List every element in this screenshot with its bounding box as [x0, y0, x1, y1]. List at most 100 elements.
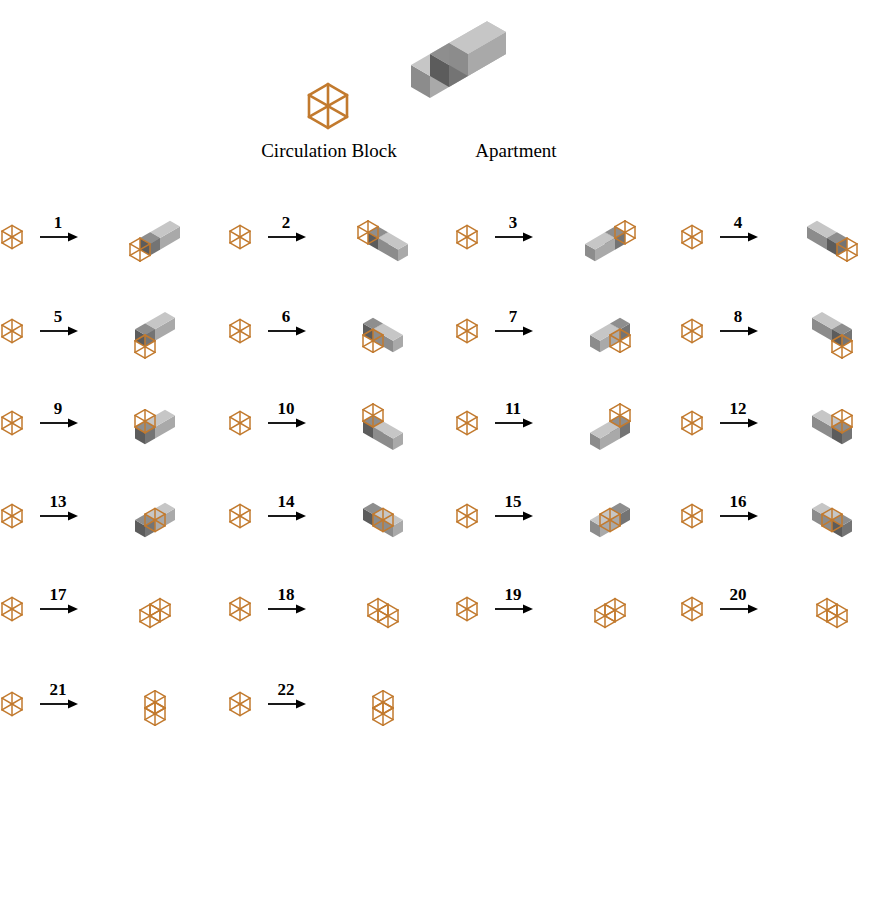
circulation-edge — [851, 341, 853, 353]
circulation-edge — [144, 335, 146, 347]
circulation-edge — [817, 604, 827, 610]
circulation-edge — [12, 231, 22, 237]
circulation-edge — [691, 504, 693, 516]
circulation-edge — [328, 117, 347, 128]
circulation-edge — [467, 331, 477, 337]
circulation-edge — [604, 604, 606, 616]
circulation-edge — [382, 520, 384, 532]
circulation-edge — [372, 415, 374, 427]
rule-arrowhead — [68, 700, 78, 709]
rule-arrowhead — [748, 419, 758, 428]
circulation-edge — [457, 319, 467, 325]
circulation-edge — [309, 95, 328, 106]
circulation-edge — [624, 604, 626, 616]
circulation-edge — [619, 404, 621, 416]
circulation-edge — [149, 616, 151, 628]
circulation-edge — [383, 702, 393, 708]
circulation-edge — [368, 599, 378, 605]
circulation-edge — [229, 603, 231, 615]
rule-arrowhead — [296, 605, 306, 614]
circulation-edge — [382, 702, 384, 714]
rule-input-icon — [682, 319, 702, 342]
circulation-edge — [239, 237, 241, 249]
circulation-edge — [159, 599, 161, 611]
circulation-edge — [12, 615, 22, 621]
circulation-edge — [240, 597, 250, 603]
circulation-edge — [467, 504, 477, 510]
circulation-edge — [620, 335, 630, 341]
rule-result — [358, 221, 408, 261]
rule-arrowhead — [68, 327, 78, 336]
rule-number: 17 — [50, 585, 67, 605]
circulation-edge — [392, 708, 394, 720]
circulation-edge — [701, 510, 703, 522]
circulation-edge — [692, 325, 702, 331]
circulation-edge — [154, 691, 156, 703]
circulation-edge — [2, 423, 12, 429]
circulation-edge — [397, 610, 399, 622]
circulation-edge — [150, 599, 160, 605]
circulation-edge — [2, 331, 12, 337]
circulation-edge — [457, 510, 467, 516]
circulation-edge — [139, 610, 141, 622]
circulation-edge — [467, 417, 477, 423]
circulation-edge — [159, 610, 161, 622]
circulation-edge — [11, 609, 13, 621]
rule-result — [135, 503, 175, 538]
apartment-face — [145, 503, 175, 520]
circulation-edge — [230, 504, 240, 510]
circulation-edge — [140, 616, 150, 622]
rule-arrowhead — [296, 327, 306, 336]
circulation-edge — [457, 423, 467, 429]
circulation-edge — [692, 417, 702, 423]
circulation-edge — [466, 597, 468, 609]
circulation-edge — [847, 250, 857, 256]
rule-input-icon — [682, 225, 702, 248]
circulation-edge — [145, 427, 155, 433]
circulation-edge — [826, 599, 828, 611]
circulation-edge — [2, 710, 12, 716]
circulation-edge — [832, 352, 842, 358]
circulation-edge — [363, 347, 373, 353]
circulation-edge — [130, 244, 140, 250]
circulation-edge — [160, 616, 170, 622]
circulation-edge — [240, 225, 250, 231]
circulation-edge — [610, 415, 620, 421]
circulation-edge — [827, 610, 837, 616]
circulation-edge — [457, 331, 467, 337]
rule-input-icon — [230, 692, 250, 715]
apartment-face — [590, 421, 620, 438]
circulation-edge — [378, 604, 388, 610]
circulation-edge — [456, 510, 458, 522]
circulation-edge — [160, 599, 170, 605]
circulation-edge — [827, 622, 837, 628]
circulation-edge — [476, 603, 478, 615]
circulation-edge — [230, 231, 240, 237]
circulation-edge — [2, 337, 12, 343]
circulation-edge — [609, 410, 611, 422]
circulation-edge — [240, 510, 250, 516]
rule-arrow — [495, 515, 525, 517]
rule-result — [817, 599, 847, 628]
circulation-edge — [610, 526, 620, 532]
circulation-edge — [155, 714, 165, 720]
circulation-edge — [160, 610, 170, 616]
circulation-edge — [634, 227, 636, 239]
rule-arrowhead — [296, 512, 306, 521]
circulation-edge — [362, 335, 364, 347]
circulation-edge — [155, 720, 165, 726]
circulation-edge — [12, 522, 22, 528]
circulation-edge — [239, 609, 241, 621]
circulation-edge — [837, 610, 847, 616]
circulation-edge — [144, 347, 146, 359]
circulation-edge — [373, 520, 383, 526]
circulation-edge — [144, 410, 146, 422]
circulation-edge — [604, 616, 606, 628]
circulation-edge — [145, 341, 155, 347]
circulation-edge — [378, 610, 388, 616]
circulation-edge — [357, 227, 359, 239]
circulation-edge — [154, 520, 156, 532]
rule-arrowhead — [523, 233, 533, 242]
circulation-edge — [377, 599, 379, 611]
apartment-face — [812, 410, 842, 427]
